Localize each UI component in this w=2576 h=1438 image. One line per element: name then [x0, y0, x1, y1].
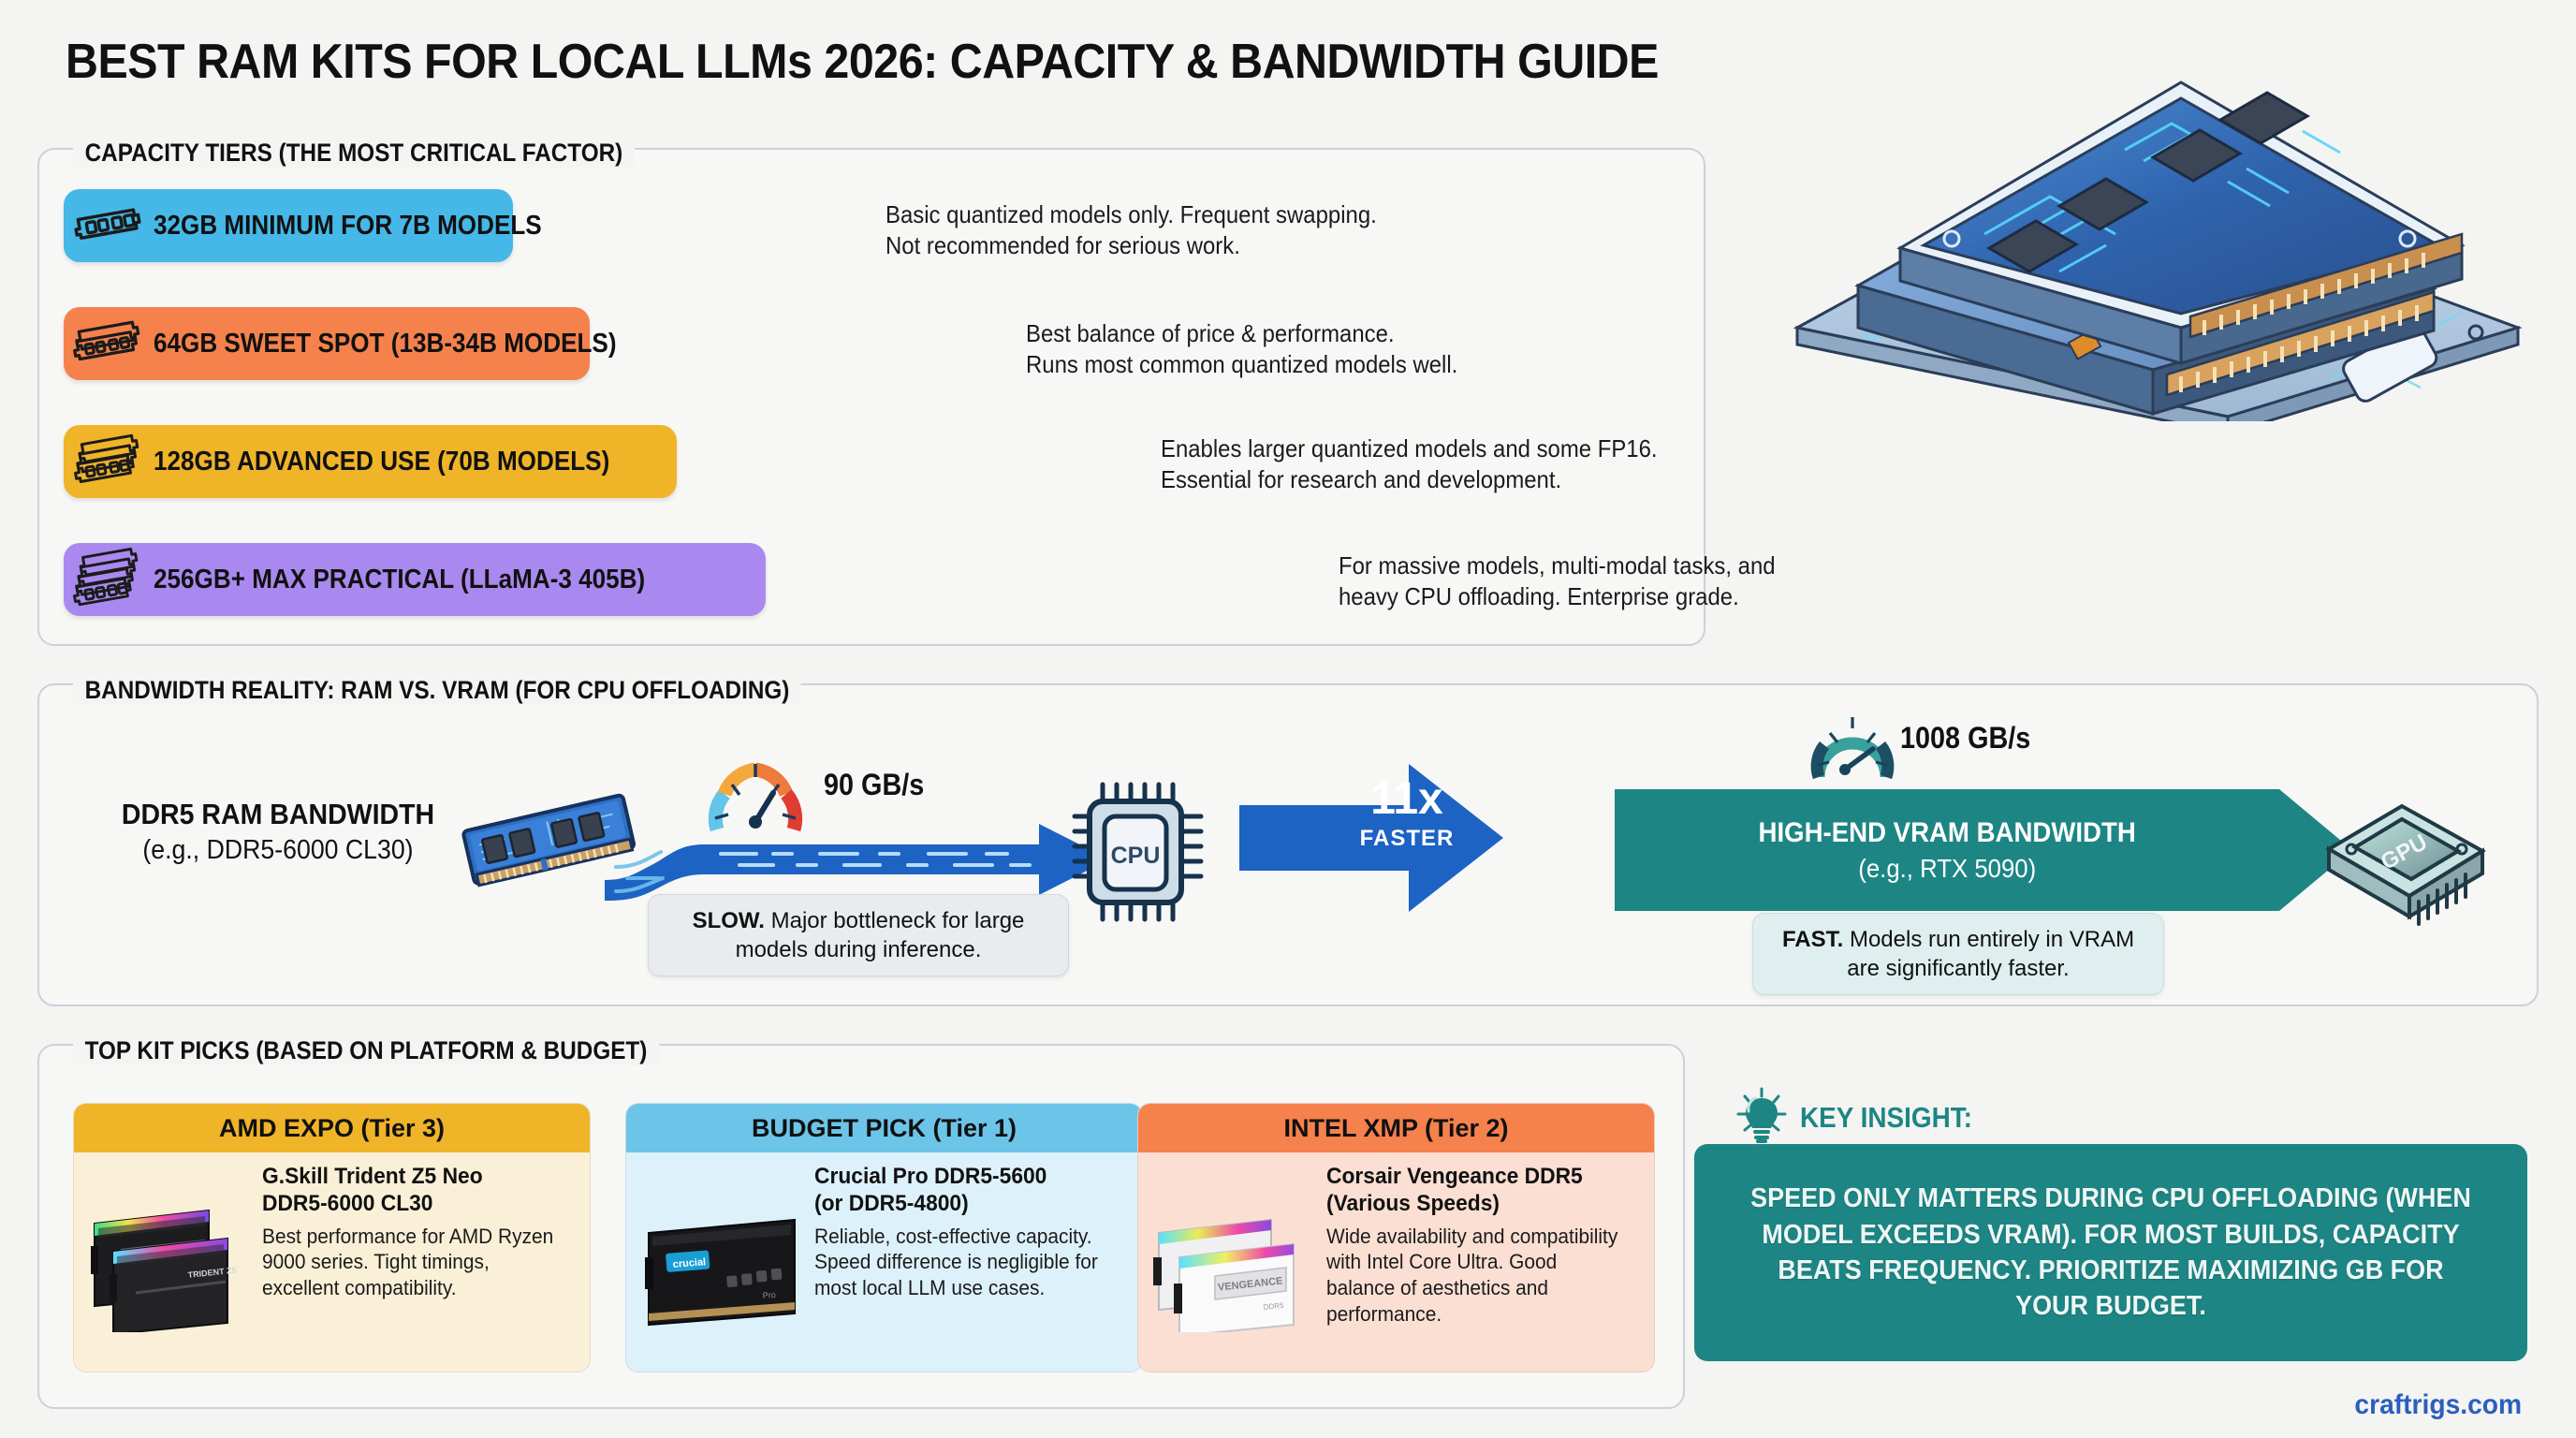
- ram-stick-quad-icon: [64, 548, 154, 611]
- capacity-tier-bar-1[interactable]: 32GB MINIMUM FOR 7B MODELS: [64, 189, 542, 262]
- vram-speed-callout: FAST. Models run entirely in VRAM are si…: [1752, 913, 2164, 996]
- lightbulb-icon: [1736, 1086, 1787, 1149]
- capacity-tier-label-3: 128GB ADVANCED USE (70B MODELS): [154, 446, 610, 477]
- key-insight-heading-text: KEY INSIGHT:: [1800, 1100, 1972, 1134]
- vram-callout-bold: FAST.: [1781, 927, 1844, 952]
- svg-text:crucial: crucial: [672, 1256, 706, 1270]
- vram-bandwidth-box: HIGH-END VRAM BANDWIDTH (e.g., RTX 5090): [1615, 789, 2279, 911]
- ram-speed-callout: SLOW. Major bottleneck for large models …: [648, 894, 1069, 977]
- kit-card-header-1: AMD EXPO (Tier 3): [74, 1104, 590, 1152]
- capacity-tier-bar-4[interactable]: 256GB+ MAX PRACTICAL (LLaMA-3 405B): [64, 543, 766, 616]
- ddr5-stick-illustration: [459, 791, 646, 903]
- ram-speed-gauge-icon: [704, 756, 807, 847]
- kit-card-name-2: Crucial Pro DDR5-5600 (or DDR5-4800): [814, 1164, 1047, 1216]
- ram-callout-rest: Major bottleneck for large models during…: [735, 908, 1025, 963]
- kit-card-note-2: Reliable, cost-effective capacity. Speed…: [814, 1224, 1098, 1300]
- svg-text:CPU: CPU: [1111, 843, 1161, 869]
- capacity-tier-label-1: 32GB MINIMUM FOR 7B MODELS: [154, 210, 542, 241]
- ram-dataflow-arrow: [599, 807, 1123, 924]
- ram-speed-value: 90 GB/s: [824, 768, 925, 801]
- gpu-chip-icon: GPU: [2321, 782, 2495, 936]
- bandwidth-section-label: BANDWIDTH REALITY: RAM VS. VRAM (FOR CPU…: [73, 676, 801, 705]
- capacity-tier-label-2: 64GB SWEET SPOT (13B-34B MODELS): [154, 328, 617, 359]
- capacity-tier-desc-2: Best balance of price & performance. Run…: [1026, 319, 1458, 379]
- page-title: BEST RAM KITS FOR LOCAL LLMs 2026: CAPAC…: [66, 35, 1659, 89]
- multiplier-arrow: [1236, 756, 1507, 925]
- kit-card-name-1: G.Skill Trident Z5 Neo DDR5-6000 CL30: [262, 1164, 483, 1216]
- key-insight-heading: KEY INSIGHT:: [1736, 1086, 1991, 1149]
- capacity-tier-desc-1: Basic quantized models only. Frequent sw…: [886, 200, 1377, 260]
- kit-card-name-3: Corsair Vengeance DDR5 (Various Speeds): [1326, 1164, 1583, 1216]
- crucial-black-ram-image: crucial Pro: [636, 1164, 809, 1360]
- ram-bandwidth-title: DDR5 RAM BANDWIDTH (e.g., DDR5-6000 CL30…: [76, 798, 480, 866]
- ram-callout-bold: SLOW.: [692, 908, 765, 933]
- kit-card-header-2: BUDGET PICK (Tier 1): [626, 1104, 1142, 1152]
- site-footer-link[interactable]: craftrigs.com: [2354, 1389, 2522, 1420]
- cpu-chip-icon: CPU: [1065, 777, 1206, 932]
- capacity-tier-bar-2[interactable]: 64GB SWEET SPOT (13B-34B MODELS): [64, 307, 617, 380]
- ram-modules-illustration: [1778, 47, 2546, 436]
- kit-card-note-3: Wide availability and compatibility with…: [1326, 1224, 1618, 1326]
- capacity-tier-desc-3: Enables larger quantized models and some…: [1161, 434, 1658, 494]
- multiplier-text: 11x FASTER: [1309, 777, 1505, 852]
- capacity-tier-label-4: 256GB+ MAX PRACTICAL (LLaMA-3 405B): [154, 564, 646, 594]
- vram-speed-gauge-icon: [1809, 712, 1895, 791]
- ram-stick-icon: [64, 201, 154, 250]
- ram-bandwidth-title-line1: DDR5 RAM BANDWIDTH: [121, 798, 435, 830]
- vram-callout-rest: Models run entirely in VRAM are signific…: [1843, 927, 2135, 982]
- kit-card-header-3: INTEL XMP (Tier 2): [1138, 1104, 1654, 1152]
- kit-card-amd-expo[interactable]: AMD EXPO (Tier 3): [73, 1103, 591, 1372]
- ram-stick-triple-icon: [64, 433, 154, 491]
- multiplier-sub: FASTER: [1359, 826, 1455, 851]
- capacity-tier-desc-4: For massive models, multi-modal tasks, a…: [1339, 551, 1776, 611]
- vram-speed-value: 1008 GB/s: [1900, 721, 2031, 755]
- svg-text:DDR5: DDR5: [1263, 1301, 1284, 1312]
- vram-bandwidth-subtitle: (e.g., RTX 5090): [1858, 853, 2036, 883]
- multiplier-value: 11x: [1370, 774, 1443, 824]
- kit-card-note-1: Best performance for AMD Ryzen 9000 seri…: [262, 1224, 554, 1300]
- ram-bandwidth-subtitle: (e.g., DDR5-6000 CL30): [142, 835, 414, 865]
- capacity-tier-bar-3[interactable]: 128GB ADVANCED USE (70B MODELS): [64, 425, 677, 498]
- capacity-tiers-label: CAPACITY TIERS (THE MOST CRITICAL FACTOR…: [73, 139, 635, 168]
- kit-card-intel-xmp[interactable]: INTEL XMP (Tier 2): [1137, 1103, 1655, 1372]
- white-rgb-ram-pair-image: VENGEANCE DDR5: [1148, 1164, 1321, 1360]
- key-insight-text: SPEED ONLY MATTERS DURING CPU OFFLOADING…: [1750, 1183, 2471, 1322]
- vram-bandwidth-title: HIGH-END VRAM BANDWIDTH: [1758, 816, 2136, 848]
- svg-text:Pro: Pro: [762, 1290, 776, 1300]
- key-insight-box: SPEED ONLY MATTERS DURING CPU OFFLOADING…: [1694, 1144, 2527, 1361]
- black-rgb-ram-pair-image: TRIDENT Z5 TRIDENT Z5: [83, 1164, 256, 1360]
- kit-card-budget-pick[interactable]: BUDGET PICK (Tier 1) crucial Pro: [625, 1103, 1143, 1372]
- ram-stick-double-icon: [64, 317, 154, 370]
- top-kit-picks-label: TOP KIT PICKS (BASED ON PLATFORM & BUDGE…: [73, 1036, 659, 1065]
